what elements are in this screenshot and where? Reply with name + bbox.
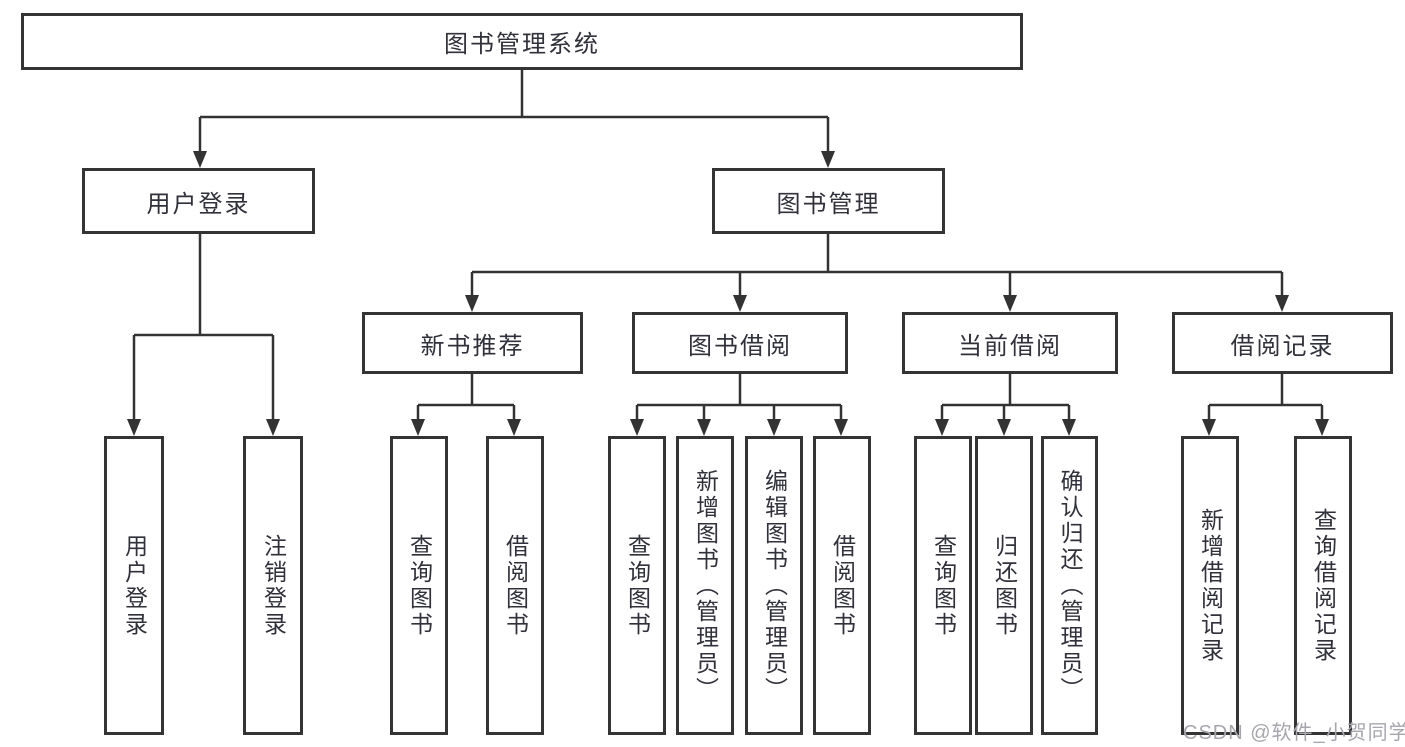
connector-user-login-branch [132,234,275,432]
connector-book-management-branch [470,234,1284,308]
node-book-management: 图书管理 [712,168,945,234]
node-borrow-records-label: 借阅记录 [1230,332,1335,360]
leaf-borrow-books-recommend-label: 借阅图书 [502,533,529,638]
node-root: 图书管理系统 [21,13,1023,70]
leaf-query-books-current: 查询图书 [914,436,972,735]
leaf-add-borrow-record-label: 新增借阅记录 [1197,507,1224,664]
leaf-query-borrow-record-label: 查询借阅记录 [1310,507,1337,664]
leaf-query-borrow-record: 查询借阅记录 [1294,436,1352,735]
connector-root-branch [198,70,830,164]
node-root-label: 图书管理系统 [444,31,600,58]
leaf-logout-login-label: 注销登录 [260,533,287,638]
leaf-edit-books-admin-label: 编辑图书（管理员） [761,468,788,703]
node-current-borrow: 当前借阅 [902,312,1118,374]
leaf-return-books: 归还图书 [975,436,1033,735]
leaf-logout-login: 注销登录 [243,436,303,735]
leaf-user-login-label: 用户登录 [121,533,148,638]
leaf-user-login: 用户登录 [104,436,164,735]
node-book-management-label: 图书管理 [776,190,881,218]
leaf-add-borrow-record: 新增借阅记录 [1181,436,1239,735]
connector-book-borrow-branch [635,374,843,432]
leaf-add-books-admin: 新增图书（管理员） [676,436,734,735]
leaf-query-books-recommend: 查询图书 [390,436,448,735]
node-user-login-label: 用户登录 [146,190,251,218]
leaf-confirm-return-admin-label: 确认归还（管理员） [1057,468,1083,703]
leaf-borrow-books: 借阅图书 [813,436,871,735]
csdn-watermark: CSDN @软件_小贺同学 [1183,722,1405,744]
leaf-query-books-borrow-label: 查询图书 [624,533,651,638]
node-new-book-recommend-label: 新书推荐 [420,332,525,360]
node-book-borrow-label: 图书借阅 [688,332,792,360]
leaf-edit-books-admin: 编辑图书（管理员） [745,436,803,735]
leaf-borrow-books-recommend: 借阅图书 [486,436,544,735]
leaf-return-books-label: 归还图书 [991,533,1018,638]
node-user-login: 用户登录 [82,168,315,234]
node-book-borrow: 图书借阅 [632,312,848,374]
leaf-borrow-books-label: 借阅图书 [829,533,856,638]
node-borrow-records: 借阅记录 [1172,312,1393,374]
connector-current-borrow-branch [940,374,1071,432]
leaf-query-books-recommend-label: 查询图书 [406,533,433,638]
connector-new-book-branch [416,374,516,432]
leaf-query-books-borrow: 查询图书 [608,436,666,735]
leaf-add-books-admin-label: 新增图书（管理员） [692,468,719,703]
node-new-book-recommend: 新书推荐 [362,312,583,374]
node-current-borrow-label: 当前借阅 [958,332,1062,360]
connector-borrow-records-branch [1207,374,1324,432]
leaf-confirm-return-admin: 确认归还（管理员） [1041,436,1098,735]
leaf-query-books-current-label: 查询图书 [930,533,957,638]
